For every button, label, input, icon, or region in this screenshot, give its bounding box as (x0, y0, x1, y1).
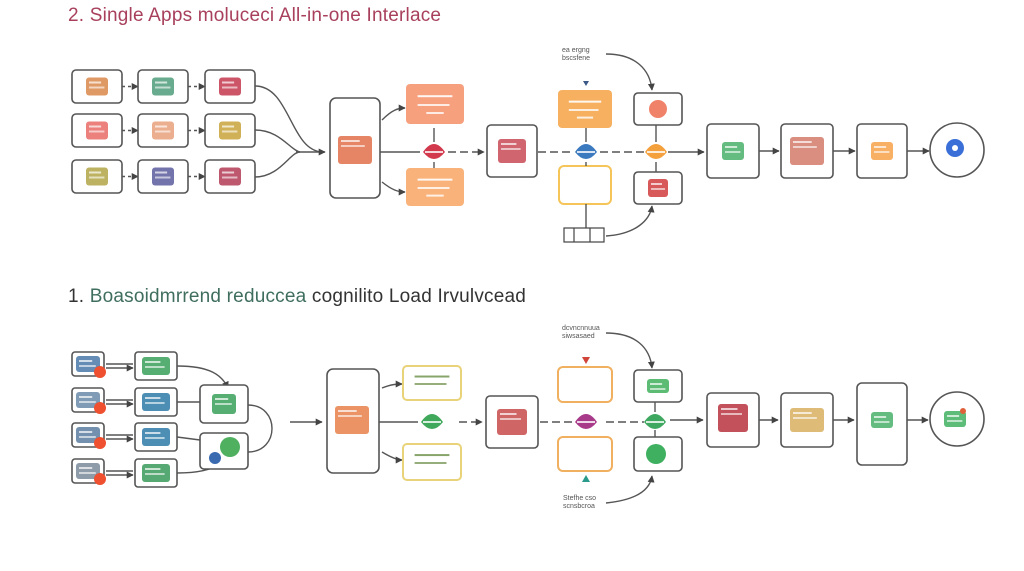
section-1-number: 1. (68, 286, 85, 307)
shell-icon (152, 121, 174, 140)
svg-text:Stefhe cso: Stefhe cso (563, 495, 596, 502)
summary-card-bottom (406, 168, 464, 206)
photo-icon (76, 392, 100, 408)
app-bundle-icon (335, 406, 369, 434)
section-1-heading: Boasoidmrrend reduccea (89, 286, 307, 307)
badge-dot-icon (960, 408, 966, 414)
annotation-arrow (605, 475, 655, 504)
hub-to-card-arrow (381, 104, 406, 121)
photo-icon (76, 463, 100, 479)
folder-badge-icon (944, 411, 966, 427)
database-icon (497, 409, 527, 435)
photo-icon (86, 77, 108, 96)
edit-icon (219, 77, 241, 96)
svg-text:dcvncnnuua: dcvncnnuua (562, 325, 600, 332)
photo-icon (76, 356, 100, 372)
chart-edit-icon (152, 167, 174, 186)
map-icon (790, 137, 824, 165)
alert-badge-icon (94, 473, 106, 485)
list-icon (790, 408, 824, 432)
merge-curve (247, 404, 273, 453)
terminal-icon (563, 227, 605, 243)
document-icon (152, 77, 174, 96)
section-1-heading-dark: cognilito Load Irvulvcead (311, 286, 527, 307)
network-icon (212, 394, 236, 414)
globe-icon (209, 452, 221, 464)
junction-node (421, 414, 443, 429)
svg-text:siwsasaed: siwsasaed (562, 333, 595, 340)
marker-up-icon (582, 475, 590, 482)
checkmark-icon (219, 167, 241, 186)
alert-badge-icon (94, 402, 106, 414)
summary-card-bottom (402, 443, 462, 481)
puzzle-icon (86, 121, 108, 140)
section-2-number: 2. (68, 5, 85, 26)
globe-leaf-icon (220, 437, 240, 457)
photo-icon (76, 427, 100, 443)
marker-down-icon (582, 357, 590, 364)
city-icon (142, 428, 170, 446)
svg-text:scnsbcroa: scnsbcroa (563, 503, 595, 510)
svg-text:ea ergng: ea ergng (562, 47, 590, 54)
center-card-top (557, 366, 613, 403)
folder-icon (871, 412, 893, 428)
merge-curve (254, 129, 301, 153)
orb-icon (646, 444, 666, 464)
section-1-title: 1. Boasoidmrrend reduccea cognilito Load… (68, 286, 526, 308)
hub-to-card-arrow (381, 181, 406, 196)
merge-curve (254, 85, 323, 153)
junction-node (423, 144, 445, 159)
annotation-arrow (605, 332, 655, 369)
orb-icon (649, 100, 667, 118)
svg-text:bscsfene: bscsfene (562, 55, 590, 62)
annotation-arrow (605, 53, 655, 91)
landscape-icon (142, 357, 170, 375)
junction-node (575, 414, 597, 429)
hub-to-card-arrow (381, 451, 403, 464)
app-bundle-icon (338, 136, 372, 164)
box-icon (871, 142, 893, 160)
mixed-icon (648, 179, 668, 197)
junction-node (644, 414, 666, 429)
chat-dot (952, 145, 958, 151)
structure-icon (219, 121, 241, 140)
center-card-bottom (557, 436, 613, 472)
tools-icon (142, 464, 170, 482)
center-card-top (558, 90, 612, 128)
merge-curve (254, 151, 301, 178)
section-2-heading: Single Apps moluceci All-in-one Interlac… (89, 5, 442, 26)
truck-icon (647, 379, 669, 393)
alert-badge-icon (94, 437, 106, 449)
marker-icon (583, 81, 589, 86)
summary-card-top (402, 365, 462, 401)
center-card-bottom (558, 165, 612, 205)
section-2-title: 2. Single Apps moluceci All-in-one Inter… (68, 5, 441, 27)
list-icon (86, 167, 108, 186)
alert-badge-icon (94, 366, 106, 378)
city-icon (142, 393, 170, 411)
folder-icon (722, 142, 744, 160)
merge-line (176, 436, 201, 441)
junction-node (575, 144, 597, 159)
database-icon (498, 139, 526, 163)
annotation-arrow (605, 205, 655, 237)
summary-card-top (406, 84, 464, 124)
hub-to-card-arrow (381, 380, 403, 389)
junction-node (645, 144, 667, 159)
edit-icon (718, 404, 748, 432)
